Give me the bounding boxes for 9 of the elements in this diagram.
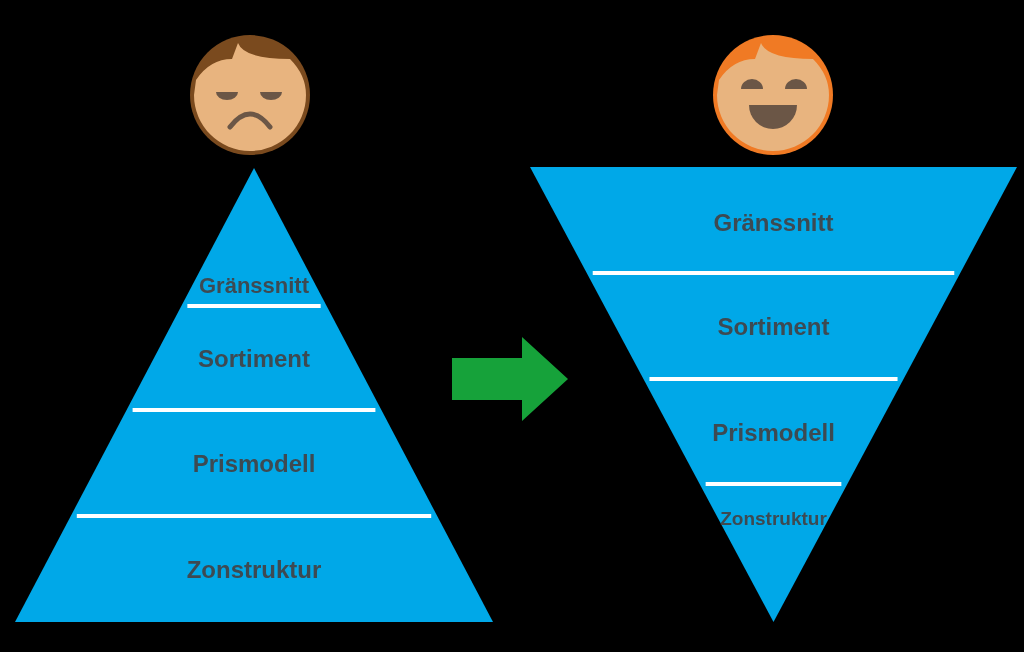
layer-label: Prismodell: [712, 419, 835, 447]
layer-label: Gränssnitt: [713, 209, 834, 237]
layer-label: Sortiment: [198, 345, 310, 373]
layer-label: Zonstruktur: [186, 556, 322, 584]
layer-label: Zonstruktur: [720, 508, 827, 530]
layer-label: Prismodell: [192, 450, 316, 478]
layer-label: Sortiment: [717, 313, 830, 341]
arrow: [452, 337, 568, 421]
layer-label: Gränssnitt: [199, 273, 309, 299]
